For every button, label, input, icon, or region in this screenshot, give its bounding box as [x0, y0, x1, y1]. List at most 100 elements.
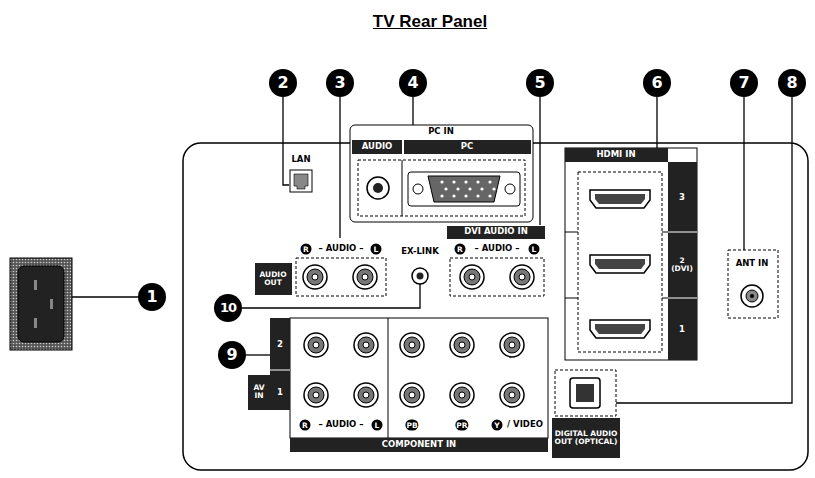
vga-pin	[456, 187, 459, 190]
rca-jack-pin	[363, 342, 369, 348]
rca-jack-ring	[404, 337, 420, 353]
rca-jack-pin	[312, 274, 318, 280]
hdmi-port-inner	[595, 324, 645, 334]
port-label: / VIDEO	[507, 420, 543, 429]
callout-number: 5	[526, 69, 554, 97]
rca-jack-ring	[464, 269, 480, 285]
rca-jack-ring	[308, 337, 324, 353]
port-label: – AUDIO –	[474, 244, 519, 253]
rca-jack-ring	[308, 387, 324, 403]
rca-jack	[354, 333, 378, 357]
rca-jack-ring	[358, 387, 374, 403]
rca-jack-ring	[514, 269, 530, 285]
callout-number: 1	[138, 283, 166, 311]
rca-jack-pin	[363, 392, 369, 398]
channel-mark: L	[529, 244, 540, 255]
rca-jack-pin	[409, 392, 415, 398]
group-label: HDMI IN	[596, 150, 635, 159]
group-label: AV IN	[248, 384, 270, 401]
port-number: 2 (DVI)	[668, 257, 696, 274]
rca-jack	[500, 333, 524, 357]
rca-jack-ring	[404, 387, 420, 403]
rca-jack	[353, 265, 377, 289]
hdmi-port-inner	[595, 194, 645, 204]
vga-pin	[452, 194, 455, 197]
channel-mark: R	[301, 244, 312, 255]
hdmi-port	[590, 320, 650, 338]
rca-jack-ring	[358, 337, 374, 353]
rca-jack	[304, 383, 328, 407]
row-number: 1	[277, 388, 283, 397]
vga-pin	[476, 194, 479, 197]
port-label: EX-LINK	[401, 247, 438, 256]
row-number: 2	[277, 340, 283, 349]
channel-mark: Y	[492, 420, 503, 431]
channel-mark: L	[371, 244, 382, 255]
rca-jack-pin	[409, 342, 415, 348]
rca-jack	[400, 333, 424, 357]
rca-jack	[303, 265, 327, 289]
vga-pin	[440, 180, 443, 183]
callout-number: 8	[778, 69, 806, 97]
rca-jack	[354, 383, 378, 407]
rca-jack	[460, 265, 484, 289]
vga-pin	[492, 187, 495, 190]
channel-mark: L	[372, 420, 383, 431]
channel-mark: R	[300, 420, 311, 431]
rca-jack-ring	[454, 337, 470, 353]
group-label: DVI AUDIO IN	[464, 227, 528, 236]
group-label: AUDIO OUT	[256, 271, 290, 288]
hdmi-port-inner	[595, 259, 645, 269]
rca-jack	[304, 333, 328, 357]
rca-jack-pin	[509, 342, 515, 348]
port-label: – AUDIO –	[318, 420, 363, 429]
rca-jack-pin	[459, 392, 465, 398]
port-label: – AUDIO –	[318, 244, 363, 253]
rca-jack-ring	[307, 269, 323, 285]
callout-number: 2	[269, 69, 297, 97]
vga-pin	[444, 187, 447, 190]
vga-pin	[464, 194, 467, 197]
port-label: LAN	[291, 155, 310, 164]
rca-jack-ring	[357, 269, 373, 285]
vga-pin	[480, 187, 483, 190]
callout-number: 4	[399, 69, 427, 97]
group-label: PC IN	[428, 127, 454, 136]
rca-jack-ring	[504, 337, 520, 353]
rca-jack	[500, 383, 524, 407]
channel-mark: R	[455, 244, 466, 255]
rca-jack-pin	[313, 392, 319, 398]
rca-jack-pin	[509, 392, 515, 398]
group-label: DIGITAL AUDIO OUT (OPTICAL)	[554, 430, 618, 447]
rca-jack	[400, 383, 424, 407]
rca-jack	[450, 333, 474, 357]
title: TV Rear Panel	[373, 12, 487, 32]
channel-mark: PR	[455, 420, 468, 431]
rca-jack	[450, 383, 474, 407]
vga-pin	[488, 180, 491, 183]
callout-number: 6	[643, 69, 671, 97]
rca-jack-pin	[519, 274, 525, 280]
port-label: ANT IN	[736, 259, 769, 268]
port-label: PC	[461, 142, 473, 151]
rca-jack-pin	[469, 274, 475, 280]
rca-jack-pin	[362, 274, 368, 280]
port-number: 1	[679, 325, 685, 334]
callout-number: 10	[214, 294, 242, 322]
vga-pin	[488, 194, 491, 197]
channel-mark: PB	[405, 420, 418, 431]
rca-jack-pin	[459, 342, 465, 348]
vga-pin	[452, 180, 455, 183]
port-label: AUDIO	[362, 142, 393, 151]
rca-jack-pin	[313, 342, 319, 348]
callout-number: 9	[218, 341, 246, 369]
callout-number: 3	[326, 69, 354, 97]
group-label: COMPONENT IN	[382, 440, 456, 449]
vga-pin	[464, 180, 467, 183]
hdmi-port	[590, 190, 650, 208]
vga-pin	[468, 187, 471, 190]
rca-jack-ring	[454, 387, 470, 403]
callout-number: 7	[730, 69, 758, 97]
port-number: 3	[679, 193, 685, 202]
rca-jack	[510, 265, 534, 289]
